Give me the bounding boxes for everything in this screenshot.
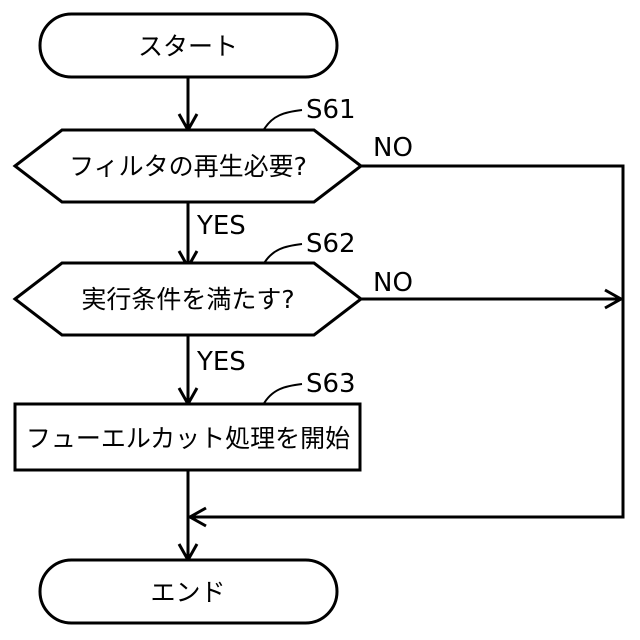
end-node: エンド bbox=[40, 560, 337, 623]
connector-start-s61 bbox=[179, 77, 197, 130]
end-label: エンド bbox=[150, 578, 225, 607]
step-label-s61: S61 bbox=[306, 95, 356, 125]
connector-s61-yes: YES bbox=[179, 202, 246, 267]
decision-label-s62: 実行条件を満たす? bbox=[81, 285, 294, 314]
decision-label-s61: フィルタの再生必要? bbox=[69, 152, 307, 181]
start-label: スタート bbox=[138, 32, 238, 61]
step-label-s63: S63 bbox=[306, 369, 356, 399]
edge-label-s61-no: NO bbox=[373, 133, 413, 163]
connector-s62-no: NO bbox=[361, 268, 621, 308]
start-node: スタート bbox=[40, 14, 337, 77]
step-leader-s63 bbox=[263, 384, 302, 405]
edge-label-s62-no: NO bbox=[373, 268, 413, 298]
connector-s63-end bbox=[179, 470, 206, 560]
connector-s62-yes: YES bbox=[179, 335, 246, 404]
edge-label-s61-yes: YES bbox=[196, 211, 246, 241]
step-label-s62: S62 bbox=[306, 229, 356, 259]
process-label-s63: フューエルカット処理を開始 bbox=[26, 424, 350, 453]
edge-label-s62-yes: YES bbox=[196, 347, 246, 377]
step-leader-s61 bbox=[263, 110, 302, 131]
